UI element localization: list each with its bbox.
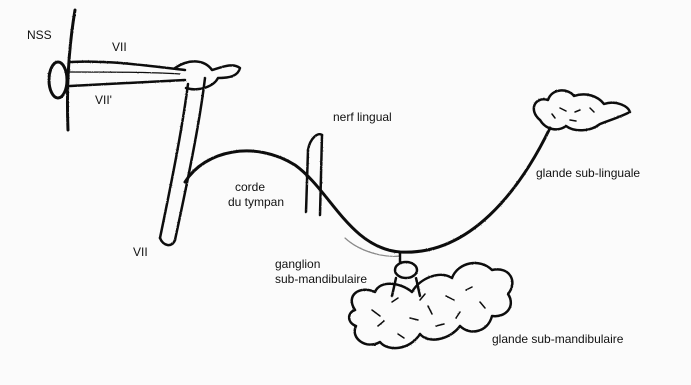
label-vii-top: VII — [112, 40, 127, 54]
label-corde-line1: corde — [235, 180, 265, 194]
label-glande-sub-mandibulaire: glande sub-mandibulaire — [492, 332, 623, 346]
nerf-lingual-branch — [306, 150, 308, 212]
label-nerf-lingual: nerf lingual — [333, 110, 392, 124]
glande-sub-linguale-shape — [534, 90, 630, 130]
label-nss: NSS — [27, 28, 52, 42]
label-ganglion-line1: ganglion — [275, 257, 320, 271]
brainstem-line — [67, 10, 75, 130]
label-corde-line2: du tympan — [228, 195, 284, 209]
label-ganglion-line2: sub-mandibulaire — [275, 272, 367, 286]
glande-sub-mandibulaire-shape — [349, 263, 512, 348]
vii-trunk — [70, 62, 185, 70]
label-vii-bottom: VII — [133, 245, 148, 259]
facial-nerve-descending — [175, 78, 205, 240]
vii-prime-trunk — [70, 80, 185, 86]
label-vii-prime: VII' — [95, 93, 112, 107]
label-glande-sub-linguale: glande sub-linguale — [536, 166, 640, 180]
geniculate-ganglion — [175, 61, 240, 89]
nss-oval — [49, 62, 67, 98]
ganglion-sub-mandibulaire-shape — [395, 262, 417, 278]
